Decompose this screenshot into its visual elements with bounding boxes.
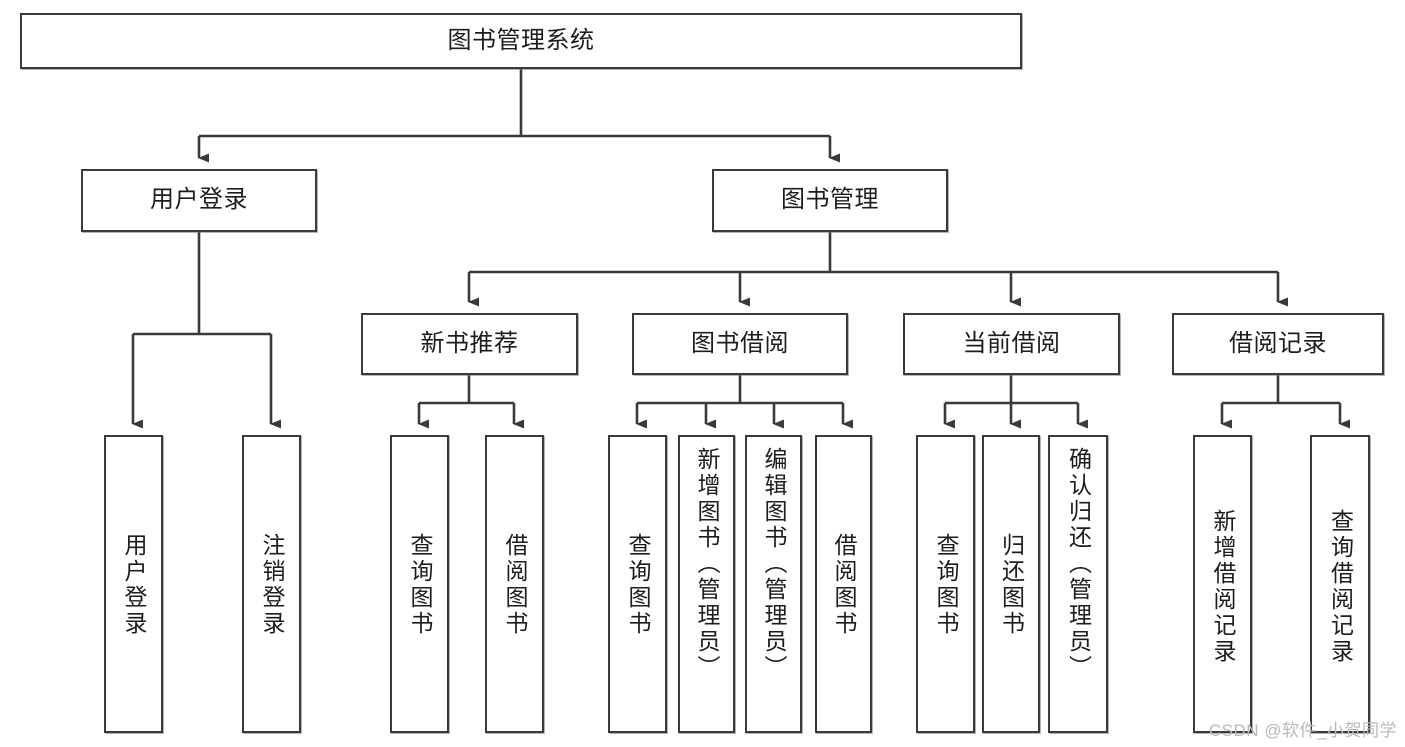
node-label: 借阅记录 xyxy=(1229,329,1327,357)
node-label: 查询图书 xyxy=(933,533,959,637)
node-borrow-record[interactable]: 借阅记录 xyxy=(1172,313,1384,375)
node-label: 图书管理系统 xyxy=(447,26,595,54)
node-book-borrow[interactable]: 图书借阅 xyxy=(632,313,848,375)
node-leaf-query-borrow-record[interactable]: 查询借阅记录 xyxy=(1310,435,1370,733)
node-leaf-edit-book-admin[interactable]: 编辑图书（管理员） xyxy=(745,435,802,733)
node-label: 当前借阅 xyxy=(962,329,1061,357)
node-label: 用户登录 xyxy=(121,533,147,637)
node-label: 新增图书（管理员） xyxy=(694,447,720,681)
node-leaf-logout[interactable]: 注销登录 xyxy=(242,435,301,733)
node-label: 图书管理 xyxy=(781,186,879,214)
node-label: 用户登录 xyxy=(150,186,248,214)
node-label: 注销登录 xyxy=(259,533,285,637)
node-new-book-recommend[interactable]: 新书推荐 xyxy=(361,313,578,375)
node-label: 确认归还（管理员） xyxy=(1065,447,1092,681)
node-label: 新书推荐 xyxy=(420,329,519,357)
node-leaf-query-book-current[interactable]: 查询图书 xyxy=(916,435,975,733)
node-label: 查询借阅记录 xyxy=(1327,509,1354,665)
node-leaf-user-login[interactable]: 用户登录 xyxy=(104,435,163,733)
node-label: 查询图书 xyxy=(407,533,433,637)
node-current-borrow[interactable]: 当前借阅 xyxy=(903,313,1120,375)
node-root-system[interactable]: 图书管理系统 xyxy=(20,13,1022,69)
node-book-management[interactable]: 图书管理 xyxy=(712,169,948,232)
node-leaf-borrow-book-recommend[interactable]: 借阅图书 xyxy=(485,435,544,733)
node-leaf-return-book[interactable]: 归还图书 xyxy=(982,435,1040,733)
watermark-text: CSDN @软件_小贺同学 xyxy=(1208,721,1397,740)
node-leaf-borrow-book[interactable]: 借阅图书 xyxy=(815,435,872,733)
node-user-login[interactable]: 用户登录 xyxy=(81,169,317,232)
node-label: 借阅图书 xyxy=(502,533,528,637)
node-label: 归还图书 xyxy=(998,533,1025,637)
node-leaf-add-borrow-record[interactable]: 新增借阅记录 xyxy=(1193,435,1252,733)
node-leaf-query-book-borrow[interactable]: 查询图书 xyxy=(608,435,667,733)
node-leaf-add-book-admin[interactable]: 新增图书（管理员） xyxy=(678,435,735,733)
node-label: 新增借阅记录 xyxy=(1210,509,1236,665)
node-leaf-query-book-recommend[interactable]: 查询图书 xyxy=(390,435,449,733)
node-label: 编辑图书（管理员） xyxy=(761,447,787,681)
node-label: 借阅图书 xyxy=(831,533,857,637)
node-label: 查询图书 xyxy=(625,533,651,637)
node-label: 图书借阅 xyxy=(691,329,789,357)
node-leaf-confirm-return-admin[interactable]: 确认归还（管理员） xyxy=(1048,435,1108,733)
